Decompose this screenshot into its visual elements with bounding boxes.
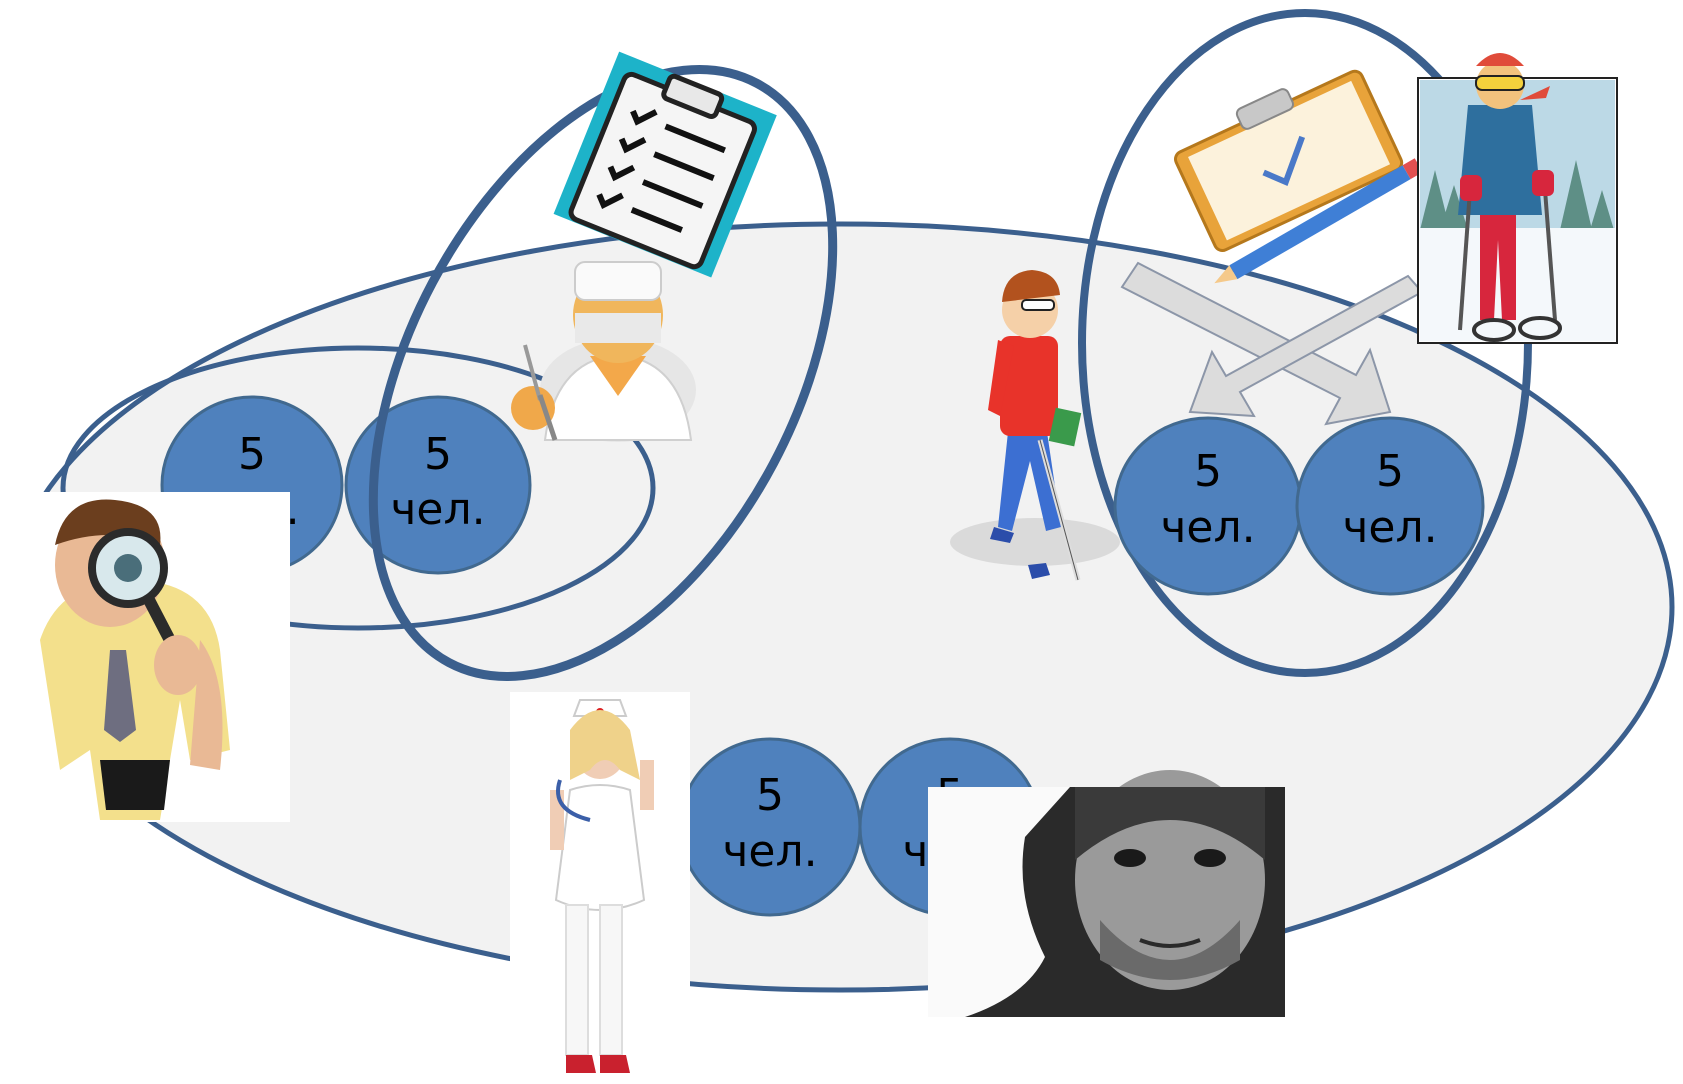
inner-left-region [60, 345, 656, 631]
group-unit: чел. [1160, 502, 1255, 553]
group-unit: чел. [722, 826, 817, 877]
crossing-arrows [1120, 261, 1424, 426]
group-count: 5 [238, 429, 266, 480]
nurse-icon [510, 692, 690, 1084]
man-portrait-icon [928, 770, 1285, 1017]
group-count: 5 [756, 770, 784, 821]
clipboard-pencil-icon [1173, 69, 1423, 284]
group-unit: чел. [390, 484, 485, 535]
magnifier-man-icon [0, 492, 290, 822]
group-count: 5 [1376, 446, 1404, 497]
group-unit: чел. [1342, 502, 1437, 553]
clipboard-checklist-icon [553, 51, 777, 278]
group-circle: 5 чел. [1113, 416, 1303, 596]
group-circle: 5 чел. [1295, 416, 1485, 596]
group-count: 5 [1194, 446, 1222, 497]
group-circle: 5 чел. [678, 737, 862, 917]
arrow-down-left [1188, 274, 1424, 418]
group-count: 5 [424, 429, 452, 480]
tilted-region [368, 65, 838, 681]
skier-icon [1417, 53, 1618, 344]
group-circle: 5 чел. [344, 395, 532, 575]
arrow-down-right [1120, 261, 1392, 426]
blind-student-icon [950, 270, 1120, 581]
doctor-icon [511, 261, 696, 442]
